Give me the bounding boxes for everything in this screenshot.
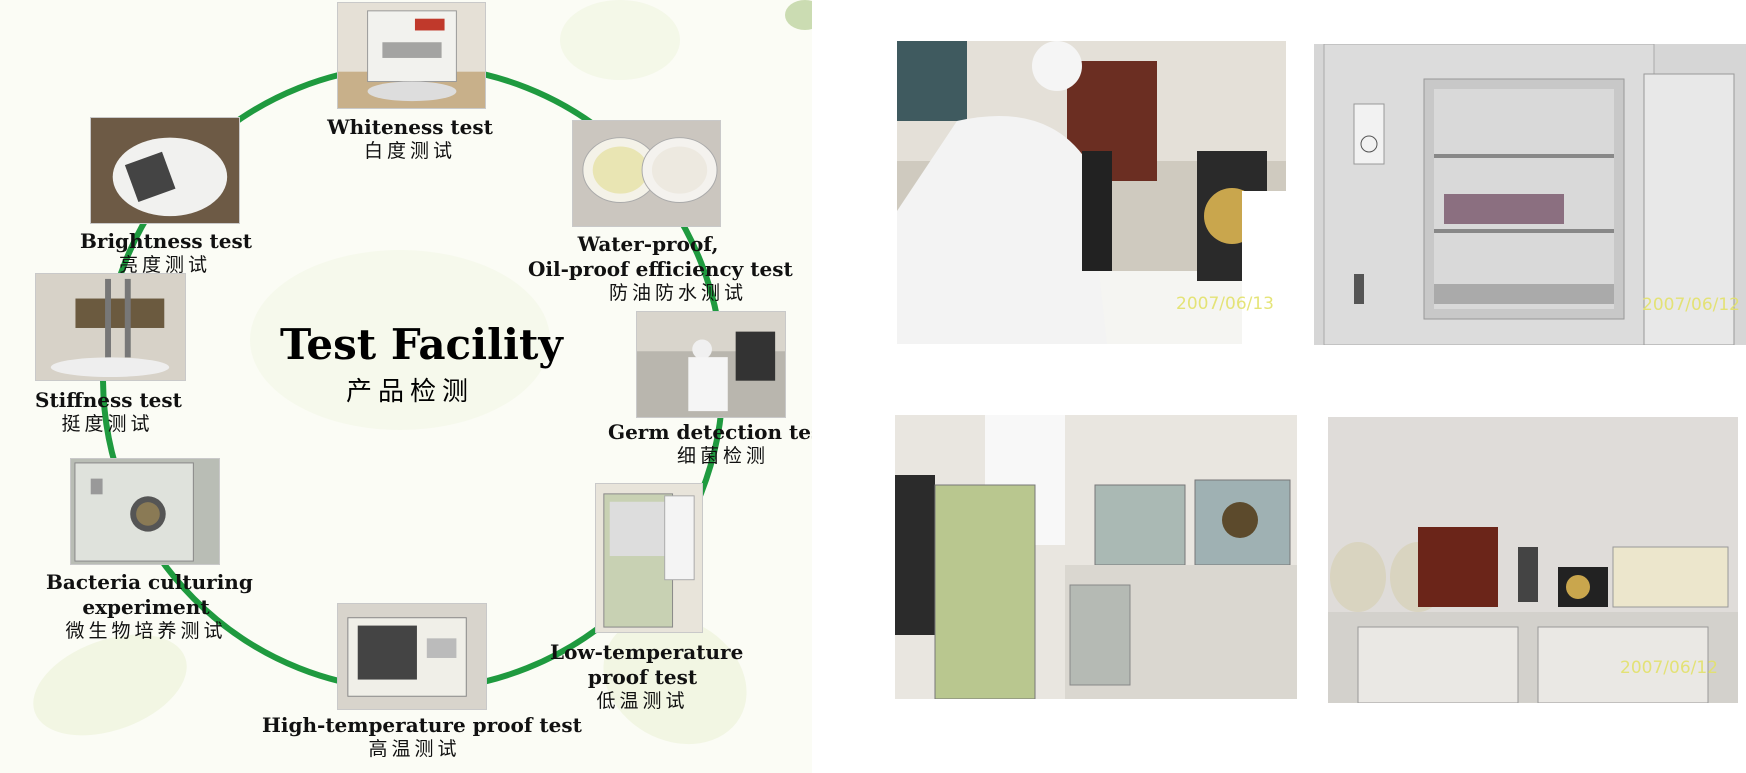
date-stamp: 2007/06/12 bbox=[1620, 658, 1718, 678]
bacteria-culturing-photo bbox=[70, 458, 220, 565]
label-zh: 白度测试 bbox=[363, 140, 456, 162]
label-brightness-test: Brightness test 亮度测试 bbox=[80, 229, 253, 278]
label-en: Bacteria culturing bbox=[46, 570, 253, 594]
center-title: Test Facility 产品检测 bbox=[280, 320, 563, 408]
label-bacteria-culturing: Bacteria culturing experiment 微生物培养测试 bbox=[46, 570, 253, 644]
label-en-line2: experiment bbox=[82, 595, 210, 619]
label-en: Stiffness test bbox=[35, 388, 182, 412]
label-en-line2: proof test bbox=[587, 665, 698, 689]
title-text: Test Facility bbox=[280, 320, 563, 369]
label-zh: 高温测试 bbox=[368, 738, 461, 760]
whiteness-test-photo bbox=[337, 2, 486, 109]
test-facility-panel: Whiteness test 白度测试 Water-proof, Oil-pro… bbox=[0, 0, 812, 773]
low-temperature-photo bbox=[595, 483, 703, 633]
label-en: Germ detection test bbox=[608, 420, 812, 444]
lab-photo-microscope: 2007/06/13 bbox=[897, 41, 1286, 344]
label-zh: 微生物培养测试 bbox=[65, 620, 227, 642]
label-zh: 挺度测试 bbox=[61, 413, 154, 435]
label-germ-detection-test: Germ detection test 细菌检测 bbox=[608, 420, 812, 469]
label-zh: 细菌检测 bbox=[676, 445, 769, 467]
subtitle-text: 产品检测 bbox=[345, 377, 474, 407]
date-stamp: 2007/06/12 bbox=[1642, 295, 1740, 315]
date-stamp: 2007/06/13 bbox=[1176, 294, 1274, 314]
water-proof-test-photo bbox=[572, 120, 721, 227]
label-high-temperature-test: High-temperature proof test 高温测试 bbox=[262, 713, 582, 762]
stiffness-test-photo bbox=[35, 273, 186, 381]
label-en: Water-proof, bbox=[577, 232, 719, 256]
lab-photo-equipment-bench: 2007/06/12 bbox=[1328, 417, 1738, 703]
label-low-temperature-test: Low-temperature proof test 低温测试 bbox=[550, 640, 744, 714]
label-zh: 低温测试 bbox=[596, 690, 689, 712]
label-stiffness-test: Stiffness test 挺度测试 bbox=[35, 388, 182, 437]
lab-photo-oven: 2007/06/12 bbox=[1314, 44, 1746, 345]
label-en: Whiteness test bbox=[327, 115, 493, 139]
label-zh: 防油防水测试 bbox=[608, 282, 747, 304]
label-en: Brightness test bbox=[80, 229, 253, 253]
label-en: High-temperature proof test bbox=[262, 713, 582, 737]
brightness-test-photo bbox=[90, 117, 240, 224]
label-water-proof-test: Water-proof, Oil-proof efficiency test 防… bbox=[528, 232, 793, 306]
label-en-line2: Oil-proof efficiency test bbox=[528, 257, 793, 281]
lab-photo-refrigerator bbox=[895, 415, 1297, 699]
high-temperature-photo bbox=[337, 603, 487, 710]
label-whiteness-test: Whiteness test 白度测试 bbox=[320, 115, 500, 164]
label-en: Low-temperature bbox=[550, 640, 744, 664]
germ-detection-photo bbox=[636, 311, 786, 418]
label-zh: 亮度测试 bbox=[118, 254, 211, 276]
